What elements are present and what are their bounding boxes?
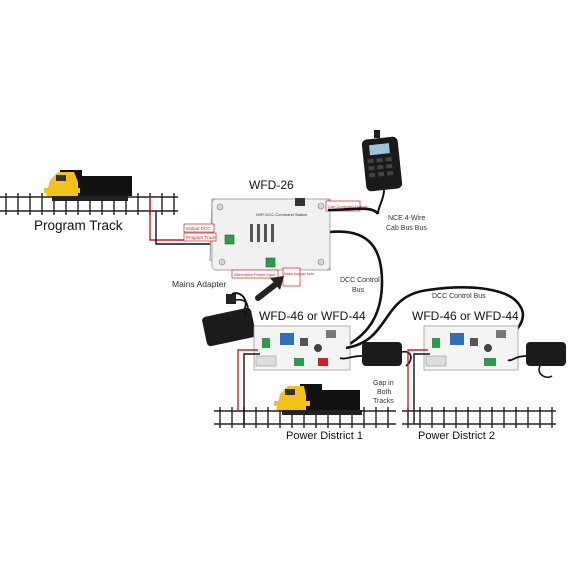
wfd26-title: WFD-26 bbox=[249, 178, 294, 192]
wfd-left-power-brick bbox=[339, 342, 412, 367]
program-track-note: Program Track bbox=[186, 235, 216, 240]
program-track-label: Program Track bbox=[34, 218, 123, 233]
gap-label-1: Gap in bbox=[373, 380, 394, 387]
mains-adapter-label: Mains Adapter bbox=[172, 279, 227, 289]
wfd-right-title: WFD-46 or WFD-44 bbox=[412, 309, 519, 323]
wfd26-unit: WIFI DCC Command Station bbox=[209, 198, 331, 271]
alt-power-note: Alternative Power Input bbox=[234, 272, 276, 277]
dcc-control-bus-label-2: Bus bbox=[352, 287, 365, 294]
district-feeder-wires bbox=[237, 349, 430, 424]
dcc-control-bus-label-1: DCC Control bbox=[340, 277, 380, 284]
district-locomotive bbox=[274, 384, 362, 415]
output-dcc-note: Output DCC bbox=[186, 226, 211, 231]
nce-cab-controller bbox=[361, 130, 403, 215]
wfd-left-board bbox=[253, 325, 351, 371]
wfd26-brand-text: WIFI DCC Command Station bbox=[256, 212, 307, 217]
power-district-2-label: Power District 2 bbox=[418, 430, 495, 442]
wfd-right-power-brick bbox=[507, 342, 566, 379]
gap-label-3: Tracks bbox=[373, 398, 394, 405]
power-district-2-track bbox=[402, 407, 556, 428]
nce-cab-bus-label-1: NCE 4-Wire bbox=[388, 215, 425, 222]
mains-input-note: Mains Adapter Input bbox=[284, 272, 314, 276]
wfd26-cables bbox=[327, 207, 384, 348]
dcc-control-bus-cable bbox=[345, 286, 525, 350]
mains-input-arrow bbox=[255, 276, 284, 301]
nce-cab-bus-label-2: Cab Bus Bus bbox=[386, 225, 427, 232]
wfd26-annotations: Output DCC Program Track Cab Controller … bbox=[183, 200, 368, 287]
gap-label-2: Both bbox=[377, 389, 392, 396]
cab-output-note: Cab Controller Output bbox=[328, 204, 368, 209]
mains-adapter-brick bbox=[202, 292, 256, 347]
dcc-control-bus-top-label: DCC Control Bus bbox=[432, 293, 486, 300]
power-district-1-label: Power District 1 bbox=[286, 430, 363, 442]
program-track-locomotive bbox=[44, 170, 132, 201]
wfd-right-board bbox=[423, 325, 519, 371]
wfd-left-title: WFD-46 or WFD-44 bbox=[259, 309, 366, 323]
